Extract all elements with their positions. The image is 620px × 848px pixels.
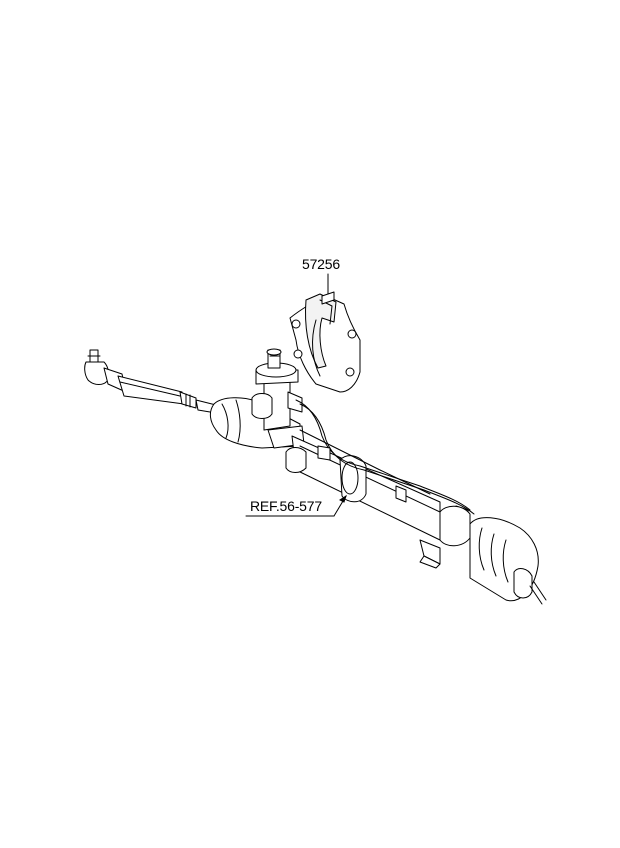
reference-leader	[245, 494, 347, 517]
pinion-housing	[251, 348, 305, 449]
hydraulic-lines	[295, 399, 475, 523]
tie-rod-right	[529, 581, 547, 605]
mounting-bracket	[419, 539, 441, 569]
reference-label: REF.56-577	[250, 498, 322, 514]
tie-rod-end	[84, 349, 127, 393]
tie-rod-left	[117, 375, 223, 415]
part-57256-cover	[289, 291, 361, 393]
part-number-label: 57256	[302, 256, 340, 272]
rack-boot-right	[439, 505, 539, 602]
rack-tube	[285, 435, 441, 541]
